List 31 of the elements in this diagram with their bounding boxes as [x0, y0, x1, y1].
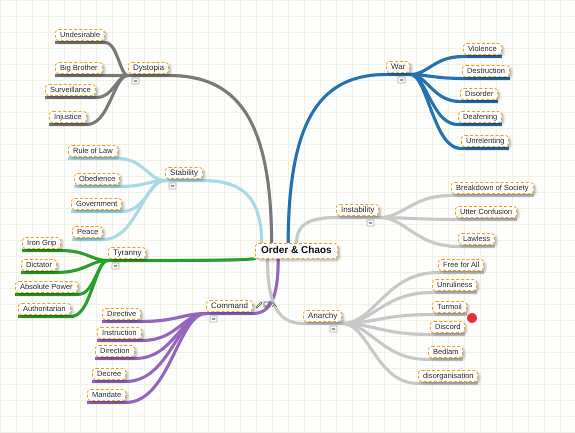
- branch-line: [108, 256, 256, 262]
- branch-topic: Command: [206, 300, 253, 312]
- branch-line: [206, 258, 280, 316]
- branch-line: [410, 72, 502, 126]
- branch-line: [128, 74, 274, 244]
- branch-topic: Stability: [165, 167, 204, 179]
- central-topic: Order & Chaos: [255, 243, 338, 259]
- branch-line: [165, 178, 264, 244]
- branch-line: [410, 54, 502, 76]
- branch-line: [45, 74, 128, 100]
- branch-topic: Tyranny: [108, 247, 146, 259]
- branch-line: [18, 259, 109, 318]
- branch-line: [378, 216, 495, 248]
- branch-line: [72, 178, 166, 242]
- branch-line: [266, 258, 342, 326]
- branch-line: [55, 74, 128, 78]
- branch-line: [409, 72, 509, 150]
- branch-line: [68, 156, 166, 182]
- branch-topic: Instability: [336, 204, 380, 216]
- branch-topic: Dystopia: [128, 62, 170, 74]
- branch-line: [286, 72, 410, 244]
- branch-topic: Anarchy: [303, 310, 342, 322]
- branch-line: [410, 72, 498, 104]
- branch-line: [87, 312, 206, 404]
- branch-line: [22, 248, 108, 262]
- branch-line: [49, 74, 128, 126]
- branch-line: [294, 216, 379, 244]
- branch-line: [342, 322, 478, 386]
- branch-line: [95, 312, 206, 360]
- branch-line: [21, 258, 108, 274]
- branch-topic: War: [386, 61, 410, 73]
